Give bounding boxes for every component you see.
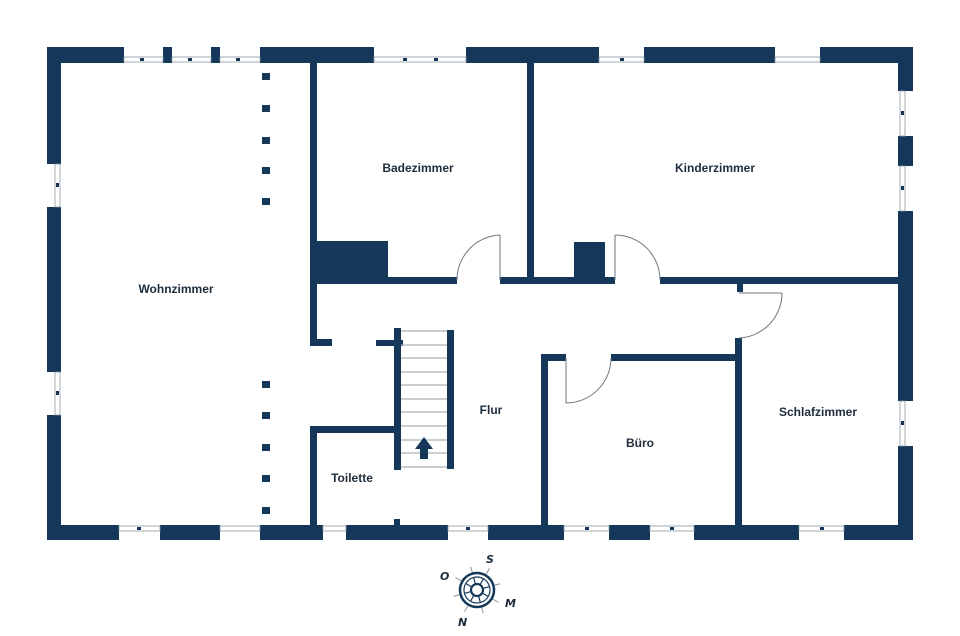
compass-rose-icon [453,566,501,614]
compass-east-label: M [505,597,516,610]
room-label-flur: Flur [479,403,503,417]
arrow-up-icon [415,437,433,459]
compass-north-label: N [458,616,467,629]
staircase [401,330,447,468]
room-label-wohnzimmer: Wohnzimmer [138,282,214,296]
room-label-kinderzimmer: Kinderzimmer [674,161,756,175]
room-label-schlafzimmer: Schlafzimmer [778,405,858,419]
compass-south-label: S [486,553,494,566]
doors [456,234,783,404]
room-label-badezimmer: Badezimmer [382,161,454,175]
exterior-walls [47,47,913,540]
interior-walls [310,63,905,534]
windows [54,56,906,532]
columns [262,73,270,514]
compass-west-label: O [440,570,449,583]
room-label-buero: Büro [626,436,654,450]
room-label-toilette: Toilette [331,471,373,485]
